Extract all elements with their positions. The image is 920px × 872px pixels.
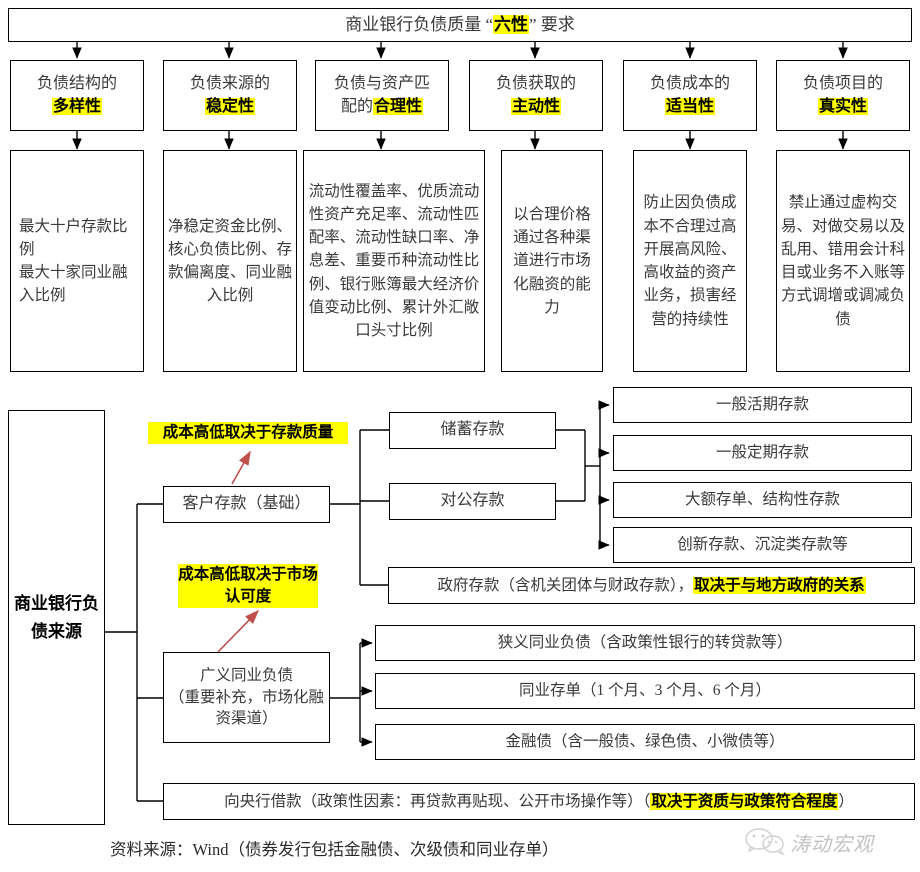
branch-label-1: 广义同业负债 （重要补充，市场化融资渠道）: [168, 667, 324, 728]
deposit-child-label-1: 对公存款: [440, 492, 505, 510]
detail-text-1: 净稳定资金比例、核心负债比例、存款偏离度、同业融入比例: [168, 217, 293, 305]
interbank-leaf-0[interactable]: 狭义同业负债（含政策性银行的转贷款等）: [375, 625, 915, 661]
annotation-0: 成本高低取决于存款质量: [148, 422, 348, 444]
title-highlight: 六性: [493, 15, 529, 35]
annotation-text-0: 成本高低取决于存款质量: [162, 424, 334, 441]
detail-box-4: 防止因负债成本不合理过高开展高风险、高收益的资产业务，损害经营的持续性: [633, 150, 747, 372]
deposit-child-savings[interactable]: 储蓄存款: [389, 412, 556, 449]
source-footer: 资料来源：Wind（债券发行包括金融债、次级债和同业存单）: [110, 840, 559, 859]
category-box-1[interactable]: 负债来源的 稳定性: [163, 60, 297, 131]
category-box-0[interactable]: 负债结构的 多样性: [10, 60, 144, 131]
interbank-leaf-label-2: 金融债（含一般债、绿色债、小微债等）: [505, 733, 785, 751]
watermark-text: 涛动宏观: [790, 834, 874, 856]
category-highlight-4: 适当性: [664, 97, 715, 115]
deposit-leaf-label-1: 一般定期存款: [715, 444, 809, 462]
branch-box-central-bank-borrowing[interactable]: 向央行借款（政策性因素：再贷款再贴现、公开市场操作等）（取决于资质与政策符合程度…: [163, 783, 915, 820]
category-highlight-3: 主动性: [510, 97, 561, 115]
branch-box-interbank[interactable]: 广义同业负债 （重要补充，市场化融资渠道）: [163, 652, 330, 743]
deposit-leaf-label-2: 大额存单、结构性存款: [684, 491, 840, 509]
deposit-leaf-2[interactable]: 大额存单、结构性存款: [613, 482, 912, 518]
interbank-leaf-label-1: 同业存单（1 个月、3 个月、6 个月）: [519, 682, 771, 700]
wechat-icon: [745, 828, 786, 856]
deposit-leaf-0[interactable]: 一般活期存款: [613, 387, 912, 423]
detail-box-5: 禁止通过虚构交易、对做交易以及乱用、错用会计科目或业务不入账等方式调增或调减负债: [776, 150, 910, 372]
detail-box-2: 流动性覆盖率、优质流动性资产充足率、流动性匹配率、流动性缺口率、净息差、重要币种…: [303, 150, 485, 372]
deposit-leaf-1[interactable]: 一般定期存款: [613, 435, 912, 471]
root-box[interactable]: 商业银行负债来源: [8, 410, 105, 825]
title-prefix: 商业银行负债质量 “: [345, 15, 493, 35]
cb-highlight: 取决于资质与政策符合程度: [650, 792, 839, 810]
top-title-box: 商业银行负债质量 “六性” 要求: [8, 8, 912, 42]
annotation-1: 成本高低取决于市场认可度: [178, 564, 318, 608]
cb-plain: 向央行借款（政策性因素：再贷款再贴现、公开市场操作等）（: [224, 792, 651, 810]
deposit-child-corporate[interactable]: 对公存款: [389, 483, 556, 520]
gov-plain: 政府存款（含机关团体与财政存款），: [437, 576, 694, 594]
detail-box-3: 以合理价格通过各种渠道进行市场化融资的能力: [501, 150, 603, 372]
category-prefix-4: 负债成本的: [649, 75, 730, 93]
branch-box-customer-deposit[interactable]: 客户存款（基础）: [163, 486, 330, 523]
category-prefix-0: 负债结构的: [36, 75, 117, 93]
category-prefix-3: 负债获取的: [495, 75, 576, 93]
detail-text-5: 禁止通过虚构交易、对做交易以及乱用、错用会计科目或业务不入账等方式调增或调减负债: [781, 194, 906, 328]
category-text-2: 负债与资产匹配的合理性: [333, 75, 430, 115]
root-label: 商业银行负债来源: [14, 594, 99, 641]
detail-text-2: 流动性覆盖率、优质流动性资产充足率、流动性匹配率、流动性缺口率、净息差、重要币种…: [308, 182, 480, 340]
category-prefix-1: 负债来源的: [189, 75, 270, 93]
watermark: 涛动宏观: [744, 826, 914, 866]
deposit-child-label-0: 储蓄存款: [440, 421, 505, 439]
deposit-leaf-label-3: 创新存款、沉淀类存款等: [677, 536, 848, 554]
gov-highlight: 取决于与地方政府的关系: [693, 576, 866, 594]
category-highlight-0: 多样性: [51, 97, 102, 115]
deposit-leaf-3[interactable]: 创新存款、沉淀类存款等: [613, 527, 912, 563]
title-suffix: ” 要求: [529, 15, 575, 35]
detail-text-3: 以合理价格通过各种渠道进行市场化融资的能力: [513, 205, 591, 316]
interbank-leaf-2[interactable]: 金融债（含一般债、绿色债、小微债等）: [375, 724, 915, 760]
cb-tail: ）: [838, 792, 854, 810]
category-box-4[interactable]: 负债成本的 适当性: [623, 60, 757, 131]
category-box-5[interactable]: 负债项目的 真实性: [776, 60, 910, 131]
detail-box-0: 最大十户存款比例最大十家同业融入比例: [10, 150, 144, 372]
annotation-text-1: 成本高低取决于市场认可度: [178, 566, 318, 605]
category-box-2[interactable]: 负债与资产匹配的合理性: [315, 60, 449, 131]
deposit-leaf-label-0: 一般活期存款: [715, 396, 809, 414]
interbank-leaf-label-0: 狭义同业负债（含政策性银行的转贷款等）: [497, 634, 793, 652]
category-highlight-1: 稳定性: [204, 97, 255, 115]
government-deposit-box[interactable]: 政府存款（含机关团体与财政存款），取决于与地方政府的关系: [388, 567, 915, 604]
detail-text-4: 防止因负债成本不合理过高开展高风险、高收益的资产业务，损害经营的持续性: [643, 194, 737, 328]
category-prefix-5: 负债项目的: [802, 75, 883, 93]
category-box-3[interactable]: 负债获取的 主动性: [469, 60, 603, 131]
category-highlight-5: 真实性: [817, 97, 868, 115]
interbank-leaf-1[interactable]: 同业存单（1 个月、3 个月、6 个月）: [375, 673, 915, 709]
detail-box-1: 净稳定资金比例、核心负债比例、存款偏离度、同业融入比例: [163, 150, 297, 372]
branch-label-0: 客户存款（基础）: [182, 495, 311, 513]
